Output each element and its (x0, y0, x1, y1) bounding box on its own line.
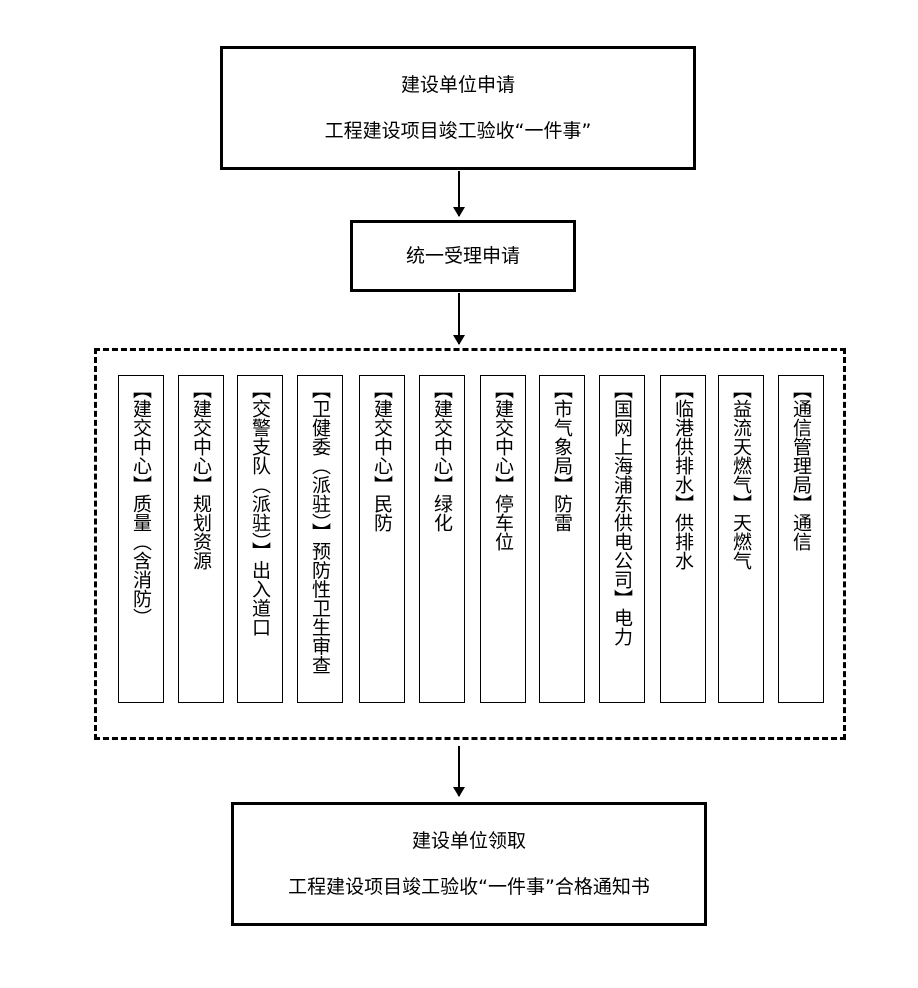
department-label: 【临港供排水】供排水 (672, 380, 694, 570)
arrow-down-2 (453, 293, 465, 345)
department-box: 【建交中心】绿化 (419, 375, 465, 703)
arrow-down-1 (453, 171, 465, 217)
department-box: 【市气象局】防雷 (539, 375, 585, 703)
department-box: 【益流天燃气】天燃气 (718, 375, 764, 703)
department-label: 【建交中心】绿化 (431, 380, 453, 532)
departments-group: 【建交中心】质量（含消防） 【建交中心】规划资源 【交警支队（派驻）】出入道口 … (94, 348, 846, 740)
unified-acceptance-label: 统一受理申请 (405, 244, 520, 267)
department-box: 【建交中心】质量（含消防） (118, 375, 164, 703)
department-label: 【市气象局】防雷 (551, 380, 573, 532)
department-box: 【交警支队（派驻）】出入道口 (237, 375, 283, 703)
apply-box: 建设单位申请 工程建设项目竣工验收“一件事” (220, 46, 696, 170)
apply-box-subtitle: 工程建设项目竣工验收“一件事” (324, 119, 592, 142)
unified-acceptance-box: 统一受理申请 (350, 220, 576, 292)
department-label: 【国网上海浦东供电公司】电力 (611, 380, 633, 646)
department-box: 【建交中心】规划资源 (178, 375, 224, 703)
department-label: 【卫健委（派驻）】预防性卫生审查 (309, 380, 331, 675)
department-box: 【卫健委（派驻）】预防性卫生审查 (297, 375, 343, 703)
collect-certificate-box: 建设单位领取 工程建设项目竣工验收“一件事”合格通知书 (231, 802, 707, 926)
department-label: 【交警支队（派驻）】出入道口 (249, 380, 271, 637)
department-box: 【国网上海浦东供电公司】电力 (599, 375, 645, 703)
department-box: 【通信管理局】通信 (778, 375, 824, 703)
apply-box-title: 建设单位申请 (400, 73, 515, 96)
department-box: 【建交中心】民防 (359, 375, 405, 703)
department-label: 【建交中心】规划资源 (190, 380, 212, 570)
department-label: 【建交中心】民防 (371, 380, 393, 532)
department-box: 【建交中心】停车位 (480, 375, 526, 703)
department-box: 【临港供排水】供排水 (660, 375, 706, 703)
arrow-down-3 (453, 746, 465, 797)
department-label: 【益流天燃气】天燃气 (730, 380, 752, 570)
department-label: 【建交中心】停车位 (492, 380, 514, 551)
department-label: 【通信管理局】通信 (790, 380, 812, 551)
department-label: 【建交中心】质量（含消防） (130, 380, 152, 627)
collect-box-title: 建设单位领取 (411, 829, 526, 852)
collect-box-subtitle: 工程建设项目竣工验收“一件事”合格通知书 (288, 875, 650, 898)
